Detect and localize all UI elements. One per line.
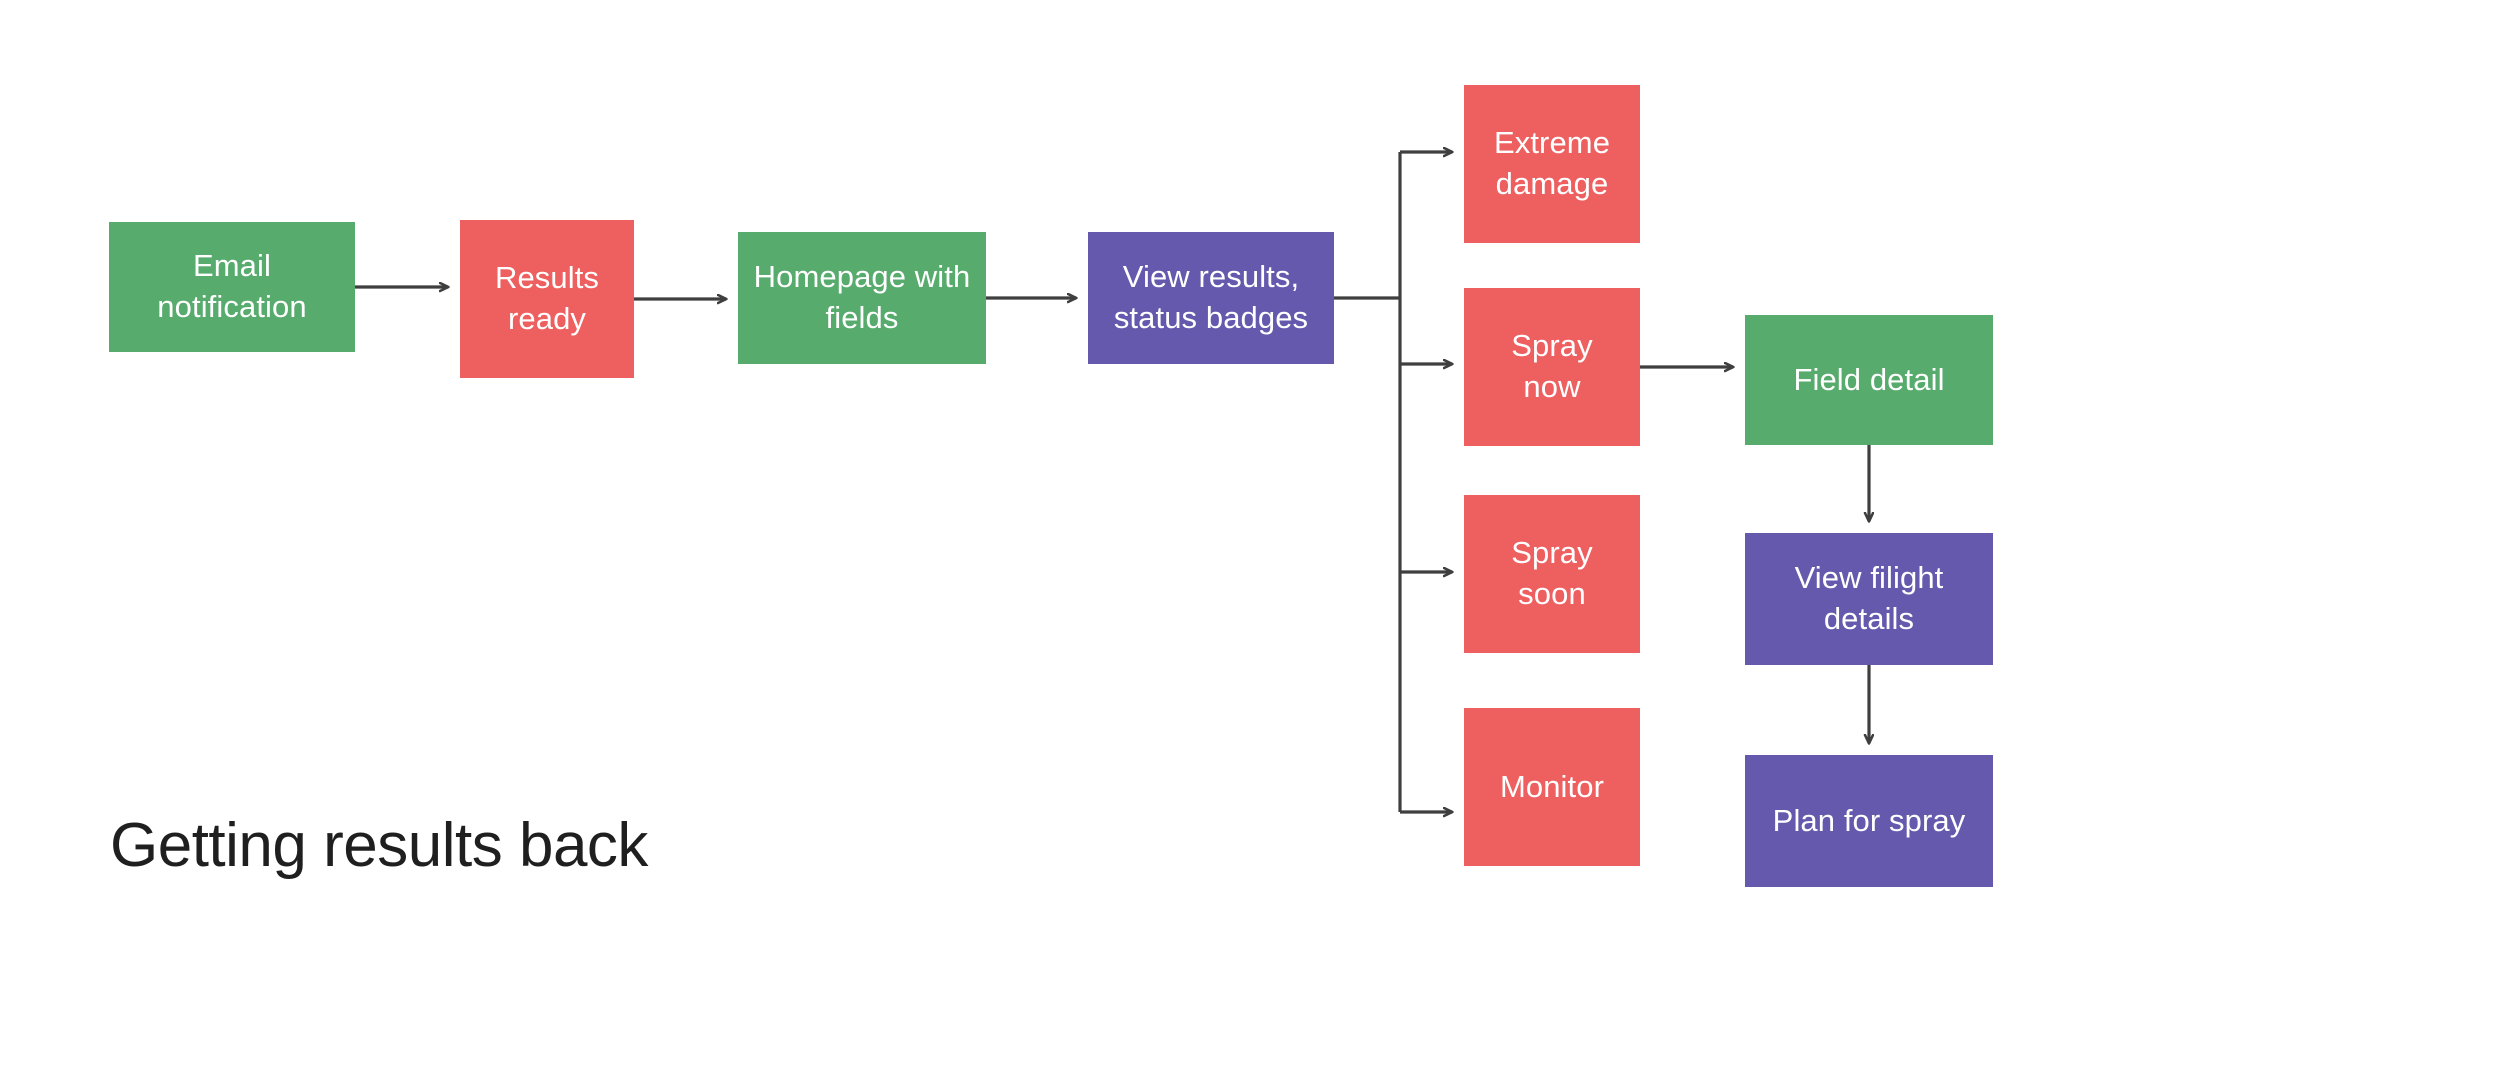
node-view-filight-details[interactable]: View filight details <box>1745 533 1993 665</box>
node-field-detail[interactable]: Field detail <box>1745 315 1993 445</box>
node-results-ready[interactable]: Results ready <box>460 220 634 378</box>
node-monitor[interactable]: Monitor <box>1464 708 1640 866</box>
node-homepage-with-fields[interactable]: Homepage with fields <box>738 232 986 364</box>
node-plan-for-spray[interactable]: Plan for spray <box>1745 755 1993 887</box>
node-extreme-damage[interactable]: Extreme damage <box>1464 85 1640 243</box>
node-spray-soon[interactable]: Spray soon <box>1464 495 1640 653</box>
diagram-title: Getting results back <box>110 811 648 880</box>
node-email-notification[interactable]: Email notification <box>109 222 355 352</box>
node-view-results-status-badges[interactable]: View results, status badges <box>1088 232 1334 364</box>
node-spray-now[interactable]: Spray now <box>1464 288 1640 446</box>
